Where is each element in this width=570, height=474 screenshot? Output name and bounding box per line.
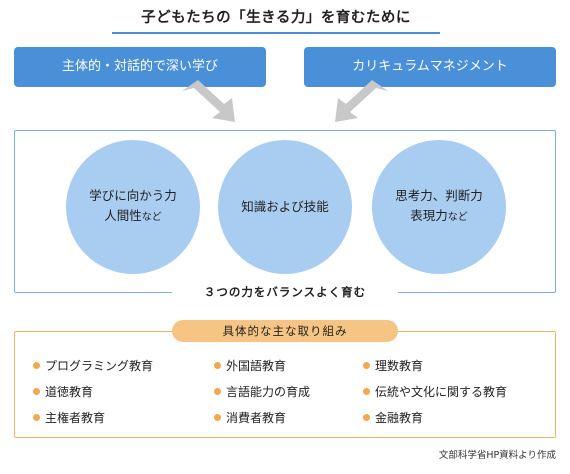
initiative-item: 理数教育 [363,357,423,375]
initiatives-heading: 具体的な主な取り組み [172,320,398,342]
initiative-item: 主権者教育 [33,409,105,427]
ability-line1: 知識および技能 [241,199,329,214]
ability-line2: 表現力など [410,208,468,223]
ability-line1: 思考力、判断力 [395,188,483,203]
initiative-item: 言語能力の育成 [214,383,310,401]
bullet-dot-icon [33,388,40,395]
initiative-item: 伝統や文化に関する教育 [363,383,507,401]
bullet-dot-icon [33,362,40,369]
bullet-dot-icon [363,388,370,395]
approach-box-curriculum-management: カリキュラムマネジメント [304,47,556,87]
bullet-dot-icon [33,414,40,421]
ability-circle-motivation: 学びに向かう力 人間性など [66,140,200,274]
initiative-item: 金融教育 [363,409,423,427]
ability-line2: 人間性など [104,208,162,223]
source-note: 文部科学省HP資料より作成 [438,450,556,461]
bullet-dot-icon [363,362,370,369]
bullet-dot-icon [214,388,221,395]
initiative-item: 消費者教育 [214,409,286,427]
title-underline [112,32,440,34]
initiative-item: プログラミング教育 [33,357,153,375]
initiative-item: 道徳教育 [33,383,93,401]
balance-label: ３つの力をバランスよく育む [172,281,398,303]
bullet-dot-icon [363,414,370,421]
ability-circle-knowledge: 知識および技能 [218,140,352,274]
ability-circle-thinking: 思考力、判断力 表現力など [372,140,506,274]
approach-box-active-learning: 主体的・対話的で深い学び [14,47,266,87]
ability-line1: 学びに向かう力 [89,188,177,203]
bullet-dot-icon [214,414,221,421]
initiative-item: 外国語教育 [214,357,286,375]
diagram-title: 子どもたちの「生きる力」を育むために [141,10,411,26]
bullet-dot-icon [214,362,221,369]
